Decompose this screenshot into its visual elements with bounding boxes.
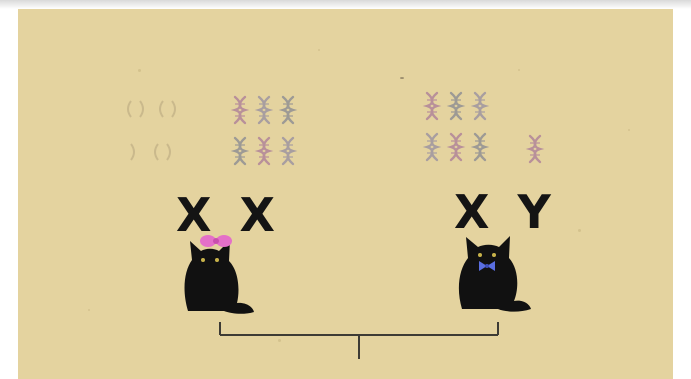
illustration-drawing [18, 9, 673, 379]
chromosome-icon [451, 93, 461, 119]
chromosome-icon [427, 134, 437, 160]
chromosome-icon [475, 93, 485, 119]
male-chromosome-grid [427, 93, 540, 162]
offspring-bracket [220, 322, 498, 359]
chromosome-icon [475, 134, 485, 160]
chromosome-icon [530, 136, 540, 162]
chromosome-icon [283, 97, 293, 123]
genetics-illustration: X X X Y [18, 9, 673, 379]
chromosome-icon [259, 138, 269, 164]
female-cat-icon [185, 235, 254, 314]
top-shadow [0, 0, 691, 9]
chromosome-icon [427, 93, 437, 119]
chromosome-icon [235, 138, 245, 164]
bow-icon [200, 235, 232, 247]
female-chromosome-grid [235, 97, 293, 164]
faded-chromosome-group [128, 101, 175, 160]
chromosome-icon [451, 134, 461, 160]
chromosome-icon [283, 138, 293, 164]
male-cat-icon [459, 236, 531, 312]
chromosome-icon [259, 97, 269, 123]
chromosome-icon [235, 97, 245, 123]
